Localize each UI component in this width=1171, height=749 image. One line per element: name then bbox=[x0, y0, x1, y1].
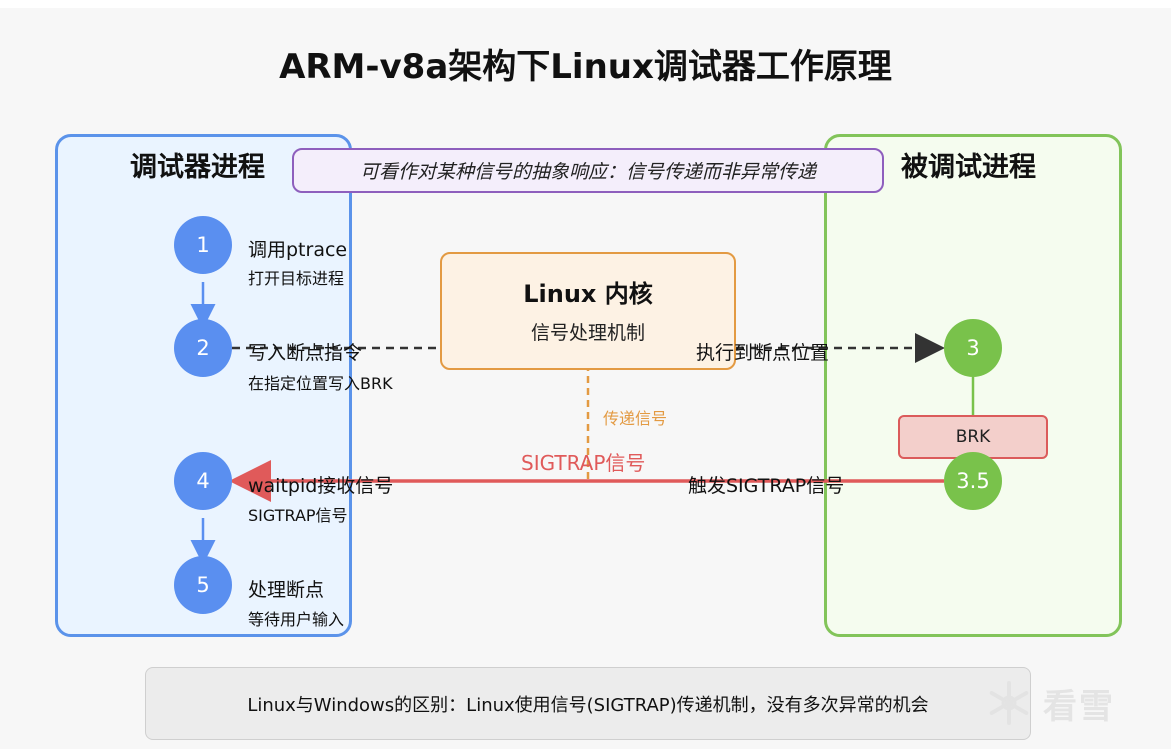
kernel-title: Linux 内核 bbox=[523, 280, 653, 308]
step4-circle: 4 bbox=[174, 452, 232, 510]
deliver-signal-label: 传递信号 bbox=[603, 409, 668, 428]
debugger-panel-title: 调试器进程 bbox=[130, 152, 265, 183]
note-box: 可看作对某种信号的抽象响应：信号传递而非异常传递 bbox=[292, 148, 884, 193]
step1-label: 调用ptrace bbox=[248, 239, 348, 261]
snowflake-icon bbox=[989, 681, 1029, 725]
brk-instruction-box: BRK bbox=[898, 415, 1048, 459]
step3-circle: 3 bbox=[944, 319, 1002, 377]
watermark-text: 看雪 bbox=[1043, 686, 1115, 727]
sigtrap-signal-label: SIGTRAP信号 bbox=[521, 451, 646, 475]
step5-sublabel: 等待用户输入 bbox=[248, 610, 345, 629]
step3-label: 执行到断点位置 bbox=[696, 342, 830, 364]
step4-sublabel: SIGTRAP信号 bbox=[248, 506, 348, 525]
footer-note: Linux与Windows的区别：Linux使用信号(SIGTRAP)传递机制，… bbox=[145, 667, 1031, 740]
step35-label: 触发SIGTRAP信号 bbox=[688, 475, 845, 497]
watermark: 看雪 bbox=[985, 673, 1115, 733]
kernel-subtitle: 信号处理机制 bbox=[530, 322, 645, 344]
step2-circle: 2 bbox=[174, 319, 232, 377]
connector-layer bbox=[190, 282, 986, 565]
diagram-title: ARM-v8a架构下Linux调试器工作原理 bbox=[279, 47, 892, 87]
step2-sublabel: 在指定位置写入BRK bbox=[248, 374, 393, 393]
diagram-canvas: ARM-v8a架构下Linux调试器工作原理 调试器进程 被调试进程 bbox=[0, 8, 1171, 749]
step5-circle: 5 bbox=[174, 556, 232, 614]
step5-label: 处理断点 bbox=[248, 579, 325, 601]
step1-sublabel: 打开目标进程 bbox=[248, 269, 345, 288]
linux-kernel-box: Linux 内核 信号处理机制 bbox=[440, 252, 736, 370]
step4-label: waitpid接收信号 bbox=[248, 475, 394, 497]
step1-circle: 1 bbox=[174, 216, 232, 274]
step35-circle: 3.5 bbox=[944, 452, 1002, 510]
debuggee-panel-title: 被调试进程 bbox=[901, 152, 1036, 183]
step2-label: 写入断点指令 bbox=[248, 342, 363, 364]
